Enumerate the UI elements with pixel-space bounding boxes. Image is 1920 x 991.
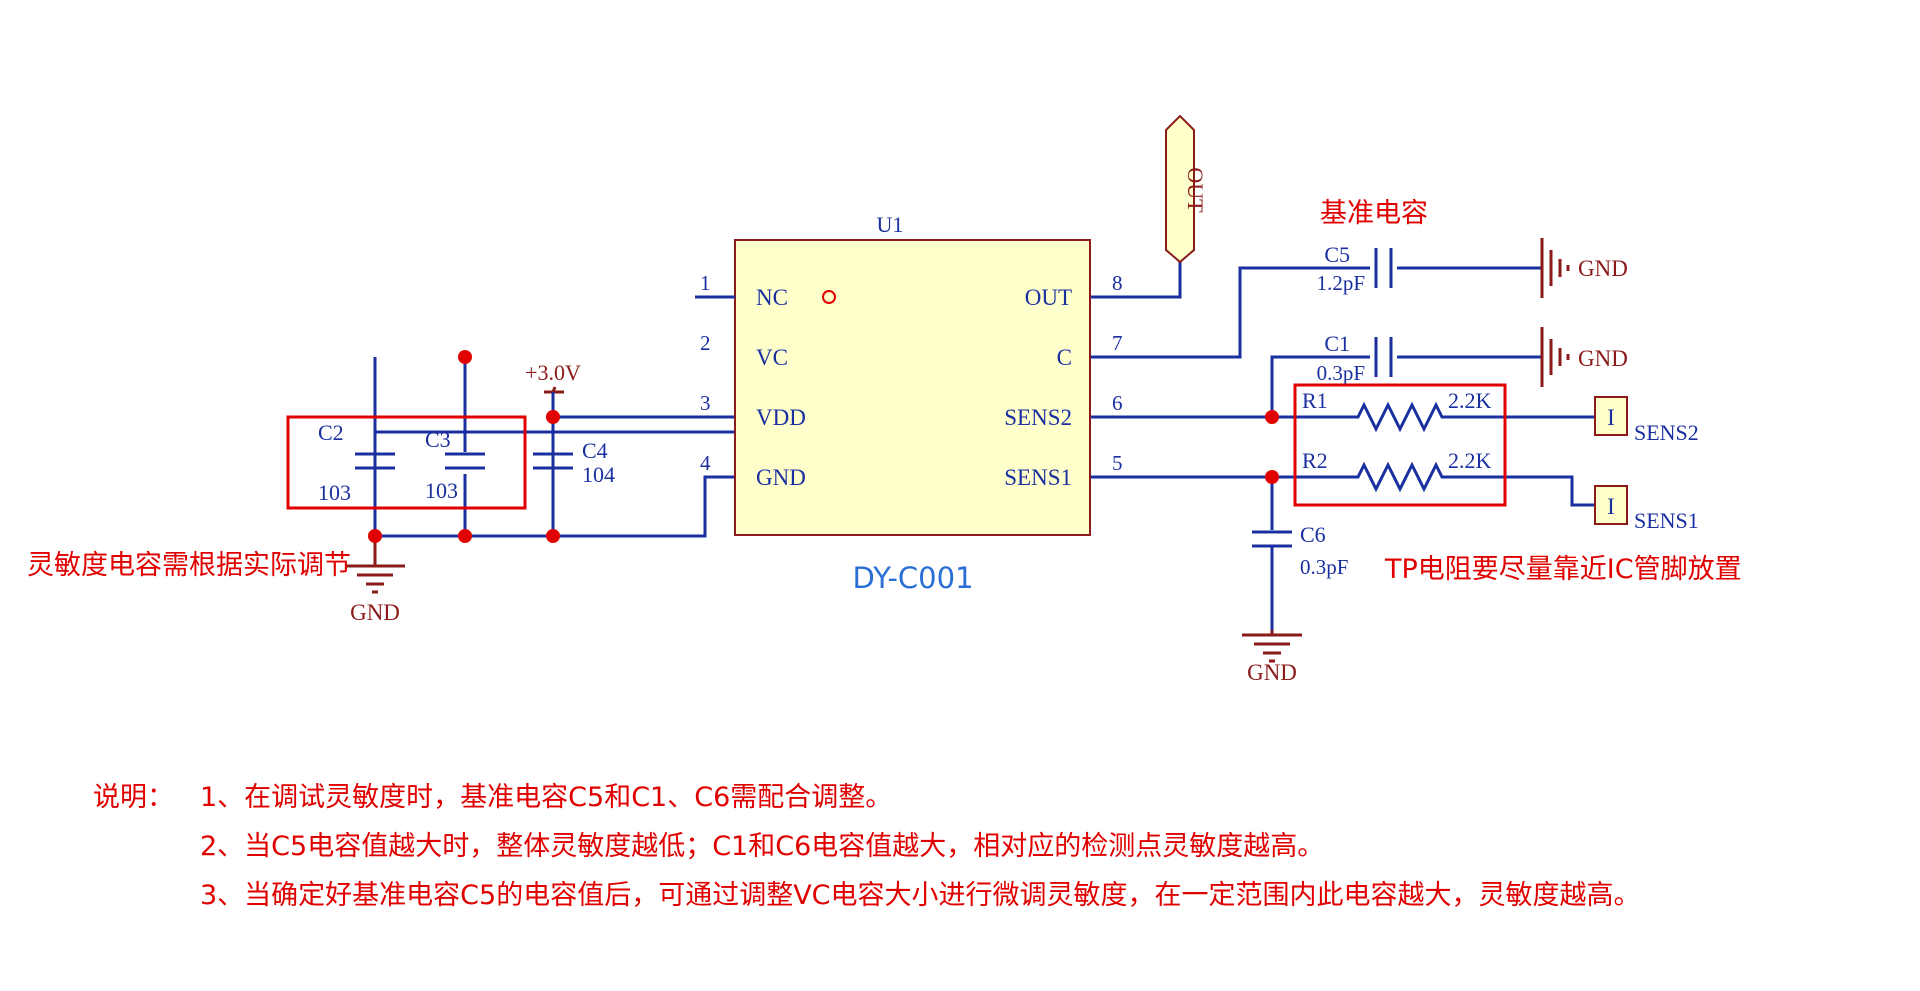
pin-name-nc: NC [756, 285, 788, 310]
pin-number-5: 5 [1112, 451, 1123, 475]
c1-value: 0.3pF [1317, 361, 1365, 385]
c6-value: 0.3pF [1300, 555, 1348, 579]
note-line-3: 3、当确定好基准电容C5的电容值后，可通过调整VC电容大小进行微调灵敏度，在一定… [200, 880, 1641, 911]
c4-ref: C4 [582, 438, 608, 463]
annotation-sensitivity-cap: 灵敏度电容需根据实际调节 [27, 550, 351, 581]
highlight-box-sensitivity-caps [286, 415, 527, 510]
capacitor-c1: C1 0.3pF [1317, 331, 1393, 385]
notes-block: 说明： 1、在调试灵敏度时，基准电容C5和C1、C6需配合调整。 2、当C5电容… [93, 782, 1641, 911]
connector-sens1-mark: I [1607, 494, 1615, 519]
sens2-port-label: SENS2 [1634, 420, 1699, 445]
capacitor-c2: C2 103 [318, 420, 395, 505]
c6-ref: C6 [1300, 522, 1326, 547]
c3-ref: C3 [425, 427, 451, 452]
capacitor-c6: C6 0.3pF [1252, 522, 1348, 579]
ic-pin-numbers: 1 2 3 4 8 7 6 5 [700, 271, 1123, 475]
ground-symbol-c5 [1540, 238, 1570, 298]
c2-value: 103 [318, 480, 351, 505]
pin-name-vdd: VDD [756, 405, 806, 430]
pin-name-sens1: SENS1 [1004, 465, 1072, 490]
ic-ref-label: U1 [877, 212, 904, 237]
annotation-reference-cap: 基准电容 [1320, 198, 1428, 229]
connector-sens1: I SENS1 [1594, 485, 1699, 533]
pin-number-3: 3 [700, 391, 711, 415]
supply-arrow [544, 386, 564, 405]
pin-name-gnd: GND [756, 465, 806, 490]
junction-dots [368, 350, 1279, 543]
resistor-r2: R2 2.2K [1302, 448, 1505, 493]
pin-name-c: C [1057, 345, 1072, 370]
out-port-flag [1165, 114, 1195, 264]
ground-symbol-c1 [1540, 327, 1570, 387]
c1-ref: C1 [1324, 331, 1350, 356]
note-line-1: 1、在调试灵敏度时，基准电容C5和C1、C6需配合调整。 [200, 782, 892, 813]
r2-value: 2.2K [1448, 448, 1492, 473]
gnd-label-c5: GND [1578, 256, 1628, 281]
ground-symbol-c6 [1242, 630, 1302, 663]
capacitor-c4: C4 104 [533, 438, 615, 487]
out-port-label: OUT [1183, 167, 1208, 213]
ground-symbol-left [345, 536, 405, 594]
gnd-label-c1: GND [1578, 346, 1628, 371]
resistor-r1: R1 2.2K [1302, 388, 1505, 433]
c2-ref: C2 [318, 420, 344, 445]
ic-part-number: DY-C001 [852, 561, 973, 595]
note-line-2: 2、当C5电容值越大时，整体灵敏度越低；C1和C6电容值越大，相对应的检测点灵敏… [200, 831, 1324, 862]
c4-value: 104 [582, 462, 615, 487]
pin-number-2: 2 [700, 331, 711, 355]
ic-u1: U1 DY-C001 [734, 212, 1091, 595]
r1-ref: R1 [1302, 388, 1328, 413]
r2-ref: R2 [1302, 448, 1328, 473]
out-port: OUT [1165, 114, 1208, 264]
c3-value: 103 [425, 478, 458, 503]
pin-name-vc: VC [756, 345, 788, 370]
pin-number-8: 8 [1112, 271, 1123, 295]
highlight-box-tp-resistors [1293, 383, 1507, 507]
pin-number-7: 7 [1112, 331, 1123, 355]
c5-value: 1.2pF [1317, 271, 1365, 295]
pin-name-sens2: SENS2 [1004, 405, 1072, 430]
gnd-label-left: GND [350, 600, 400, 625]
c5-ref: C5 [1324, 242, 1350, 267]
notes-label: 说明： [93, 782, 174, 813]
capacitor-c5: C5 1.2pF [1317, 242, 1393, 295]
ic-pin-names: NC VC VDD GND OUT C SENS2 SENS1 [756, 285, 1072, 490]
r1-value: 2.2K [1448, 388, 1492, 413]
annotation-tp-resistor: TP电阻要尽量靠近IC管脚放置 [1384, 554, 1742, 585]
capacitor-c3: C3 103 [425, 427, 485, 503]
pin1-marker [822, 290, 836, 304]
supply-label: +3.0V [525, 360, 581, 385]
gnd-label-c6: GND [1247, 660, 1297, 685]
sens1-port-label: SENS1 [1634, 508, 1699, 533]
connector-sens2-mark: I [1607, 405, 1615, 430]
pin-number-1: 1 [700, 271, 711, 295]
pin-name-out: OUT [1025, 285, 1072, 310]
pin-number-6: 6 [1112, 391, 1123, 415]
ic-body [734, 239, 1091, 536]
connector-sens2: I SENS2 [1594, 396, 1699, 445]
pin-number-4: 4 [700, 451, 711, 475]
